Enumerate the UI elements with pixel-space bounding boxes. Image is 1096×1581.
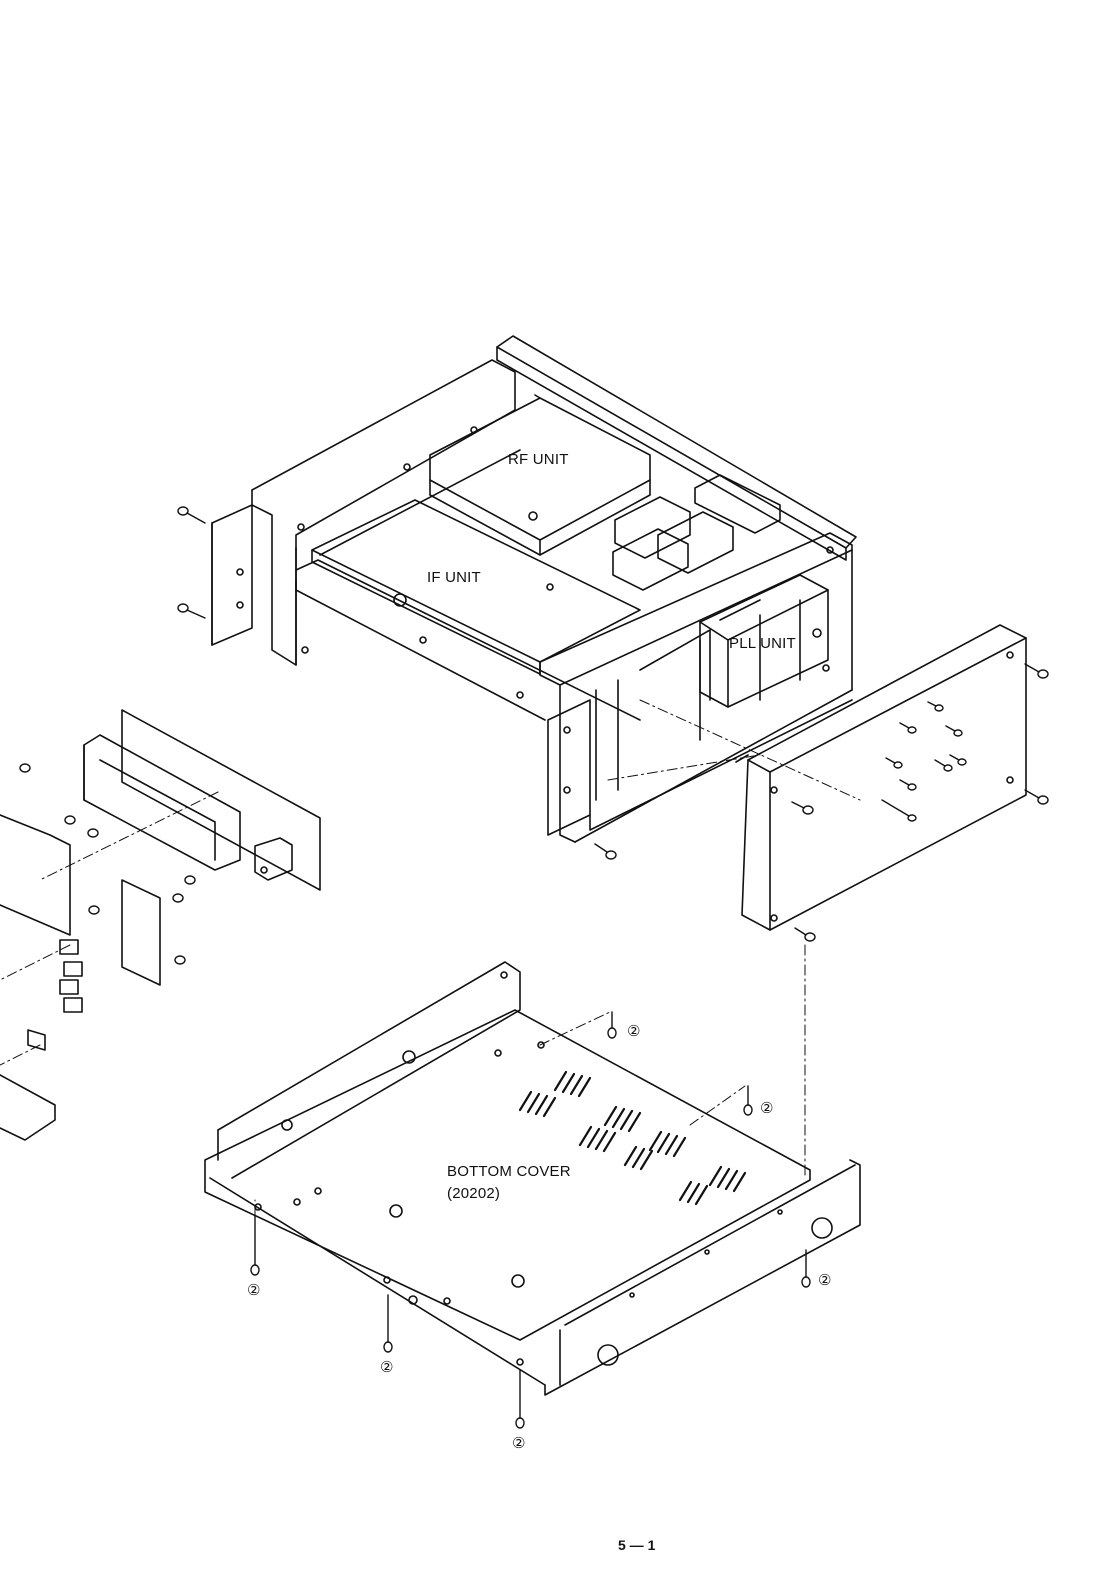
- screw-icon: [595, 844, 616, 859]
- screw-icon: [900, 780, 916, 790]
- screw-set: [20, 507, 1048, 1428]
- screw-icon: [795, 928, 815, 941]
- screw-icon: [1025, 790, 1048, 804]
- screw-icon: [928, 702, 943, 711]
- screw-icon: [65, 816, 75, 824]
- screw-icon: [882, 800, 916, 821]
- bottom-cover-vents: [520, 1072, 745, 1204]
- screw-icon: [900, 723, 916, 733]
- callout-mark: ②: [247, 1281, 260, 1299]
- callout-mark: ②: [760, 1099, 773, 1117]
- screw-icon: [178, 507, 205, 523]
- screw-icon: [178, 604, 205, 618]
- screw-icon: [20, 764, 30, 772]
- rf-unit-label: RF UNIT: [508, 451, 569, 468]
- screw-icon: [185, 876, 195, 884]
- switch-board-assembly: [0, 815, 160, 1140]
- screw-icon: [173, 894, 183, 902]
- rf-unit-module: [430, 395, 650, 555]
- screw-icon: [950, 755, 966, 765]
- screw-icon: [1025, 664, 1048, 678]
- bottom-cover-part-number: (20202): [447, 1185, 500, 1202]
- assembly-lines: [0, 700, 860, 1215]
- screw-icon: [175, 956, 185, 964]
- display-assembly: [84, 710, 320, 890]
- callout-mark: ②: [627, 1022, 640, 1040]
- screw-icon: [792, 802, 813, 814]
- page-number: 5 — 1: [618, 1537, 655, 1553]
- callout-mark: ②: [818, 1271, 831, 1289]
- callout-mark: ②: [380, 1358, 393, 1376]
- screw-icon: [946, 726, 962, 736]
- screw-icon: [251, 1215, 259, 1275]
- screw-icon: [88, 829, 98, 837]
- screw-icon: [516, 1370, 524, 1428]
- screw-icon: [886, 758, 902, 768]
- callout-mark: ②: [512, 1434, 525, 1452]
- if-unit-label: IF UNIT: [427, 569, 481, 586]
- screw-icon: [608, 1012, 616, 1038]
- pll-unit-label: PLL UNIT: [729, 635, 796, 652]
- screw-icon: [744, 1086, 752, 1115]
- if-unit-module: [312, 500, 640, 698]
- screw-icon: [89, 906, 99, 914]
- filter-blocks: [613, 475, 780, 590]
- bottom-cover-label: BOTTOM COVER: [447, 1163, 571, 1180]
- rear-panel: [736, 625, 1026, 930]
- screw-icon: [935, 760, 952, 771]
- screw-icon: [384, 1295, 392, 1352]
